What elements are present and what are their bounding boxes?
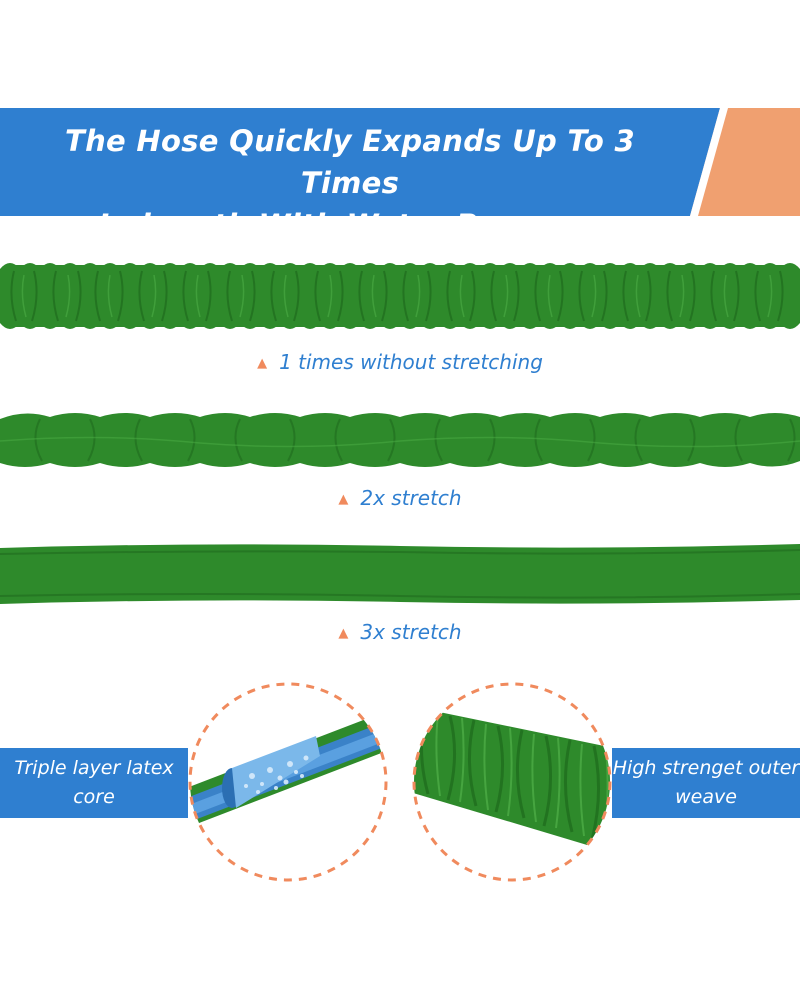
banner-title-line1: The Hose Quickly Expands Up To 3 Times	[65, 124, 635, 200]
caption-stage-1-text: 1 times without stretching	[279, 350, 543, 374]
triangle-icon: ▲	[338, 492, 349, 507]
caption-stage-2-text: 2x stretch	[360, 486, 462, 510]
caption-stage-2: ▲ 2x stretch	[0, 486, 800, 510]
latex-core-label: Triple layer latex core	[0, 748, 188, 818]
triangle-icon: ▲	[257, 356, 268, 371]
banner-shape	[0, 108, 800, 216]
latex-core-detail	[188, 682, 388, 882]
latex-core-label-text: Triple layer latex core	[14, 757, 174, 808]
header-banner: The Hose Quickly Expands Up To 3 Times I…	[0, 108, 800, 242]
banner-title: The Hose Quickly Expands Up To 3 Times I…	[20, 120, 680, 246]
hose-2x-stretch	[0, 413, 800, 467]
outer-weave-label-text: High strenget outer weave	[612, 757, 800, 808]
hose-3x-stretch	[0, 544, 800, 604]
triangle-icon: ▲	[338, 626, 349, 641]
outer-weave-label: High strenget outer weave	[612, 748, 800, 818]
outer-weave-detail	[412, 682, 612, 882]
banner-title-line2: In length With Water Pressure	[98, 208, 602, 242]
hose-unstretched	[0, 263, 800, 329]
caption-stage-3: ▲ 3x stretch	[0, 620, 800, 644]
latex-core-cutaway	[222, 736, 320, 808]
caption-stage-3-text: 3x stretch	[360, 620, 462, 644]
caption-stage-1: ▲ 1 times without stretching	[0, 350, 800, 374]
